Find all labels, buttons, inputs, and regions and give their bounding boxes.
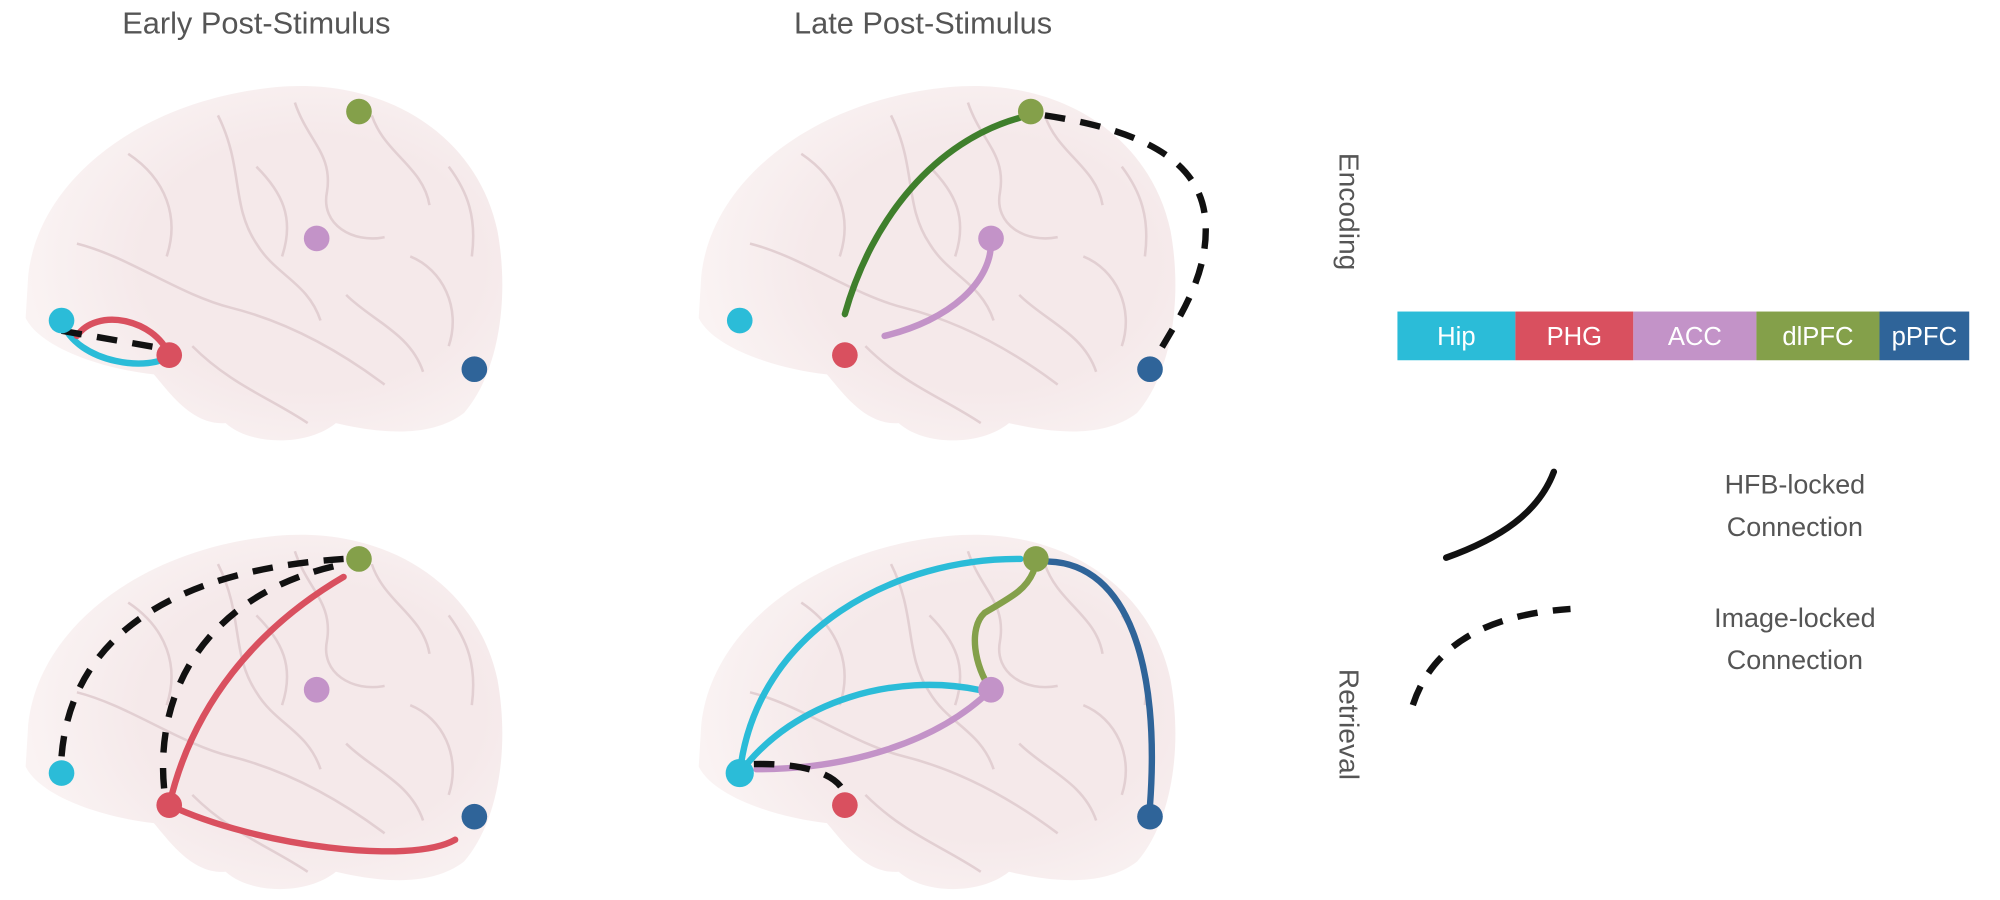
- edge-hip-phg-image: [60, 327, 165, 352]
- panel-late-retrieval: [699, 535, 1176, 889]
- edge-dlpfc-ppfc-image: [1044, 112, 1209, 371]
- legend-label-acc: ACC: [1668, 323, 1722, 351]
- node-phg: [832, 792, 858, 818]
- node-hip: [48, 307, 75, 334]
- node-phg: [156, 792, 183, 818]
- column-title-late: Late Post-Stimulus: [794, 5, 1052, 40]
- image-label-line2: Connection: [1727, 645, 1863, 675]
- row-label-encoding: Encoding: [1334, 153, 1366, 271]
- node-hip: [48, 760, 75, 786]
- legend-label-hip: Hip: [1437, 323, 1475, 351]
- hfb-label-line2: Connection: [1727, 512, 1863, 542]
- node-ppfc: [1137, 356, 1163, 383]
- column-title-early: Early Post-Stimulus: [122, 5, 390, 40]
- node-dlpfc: [1023, 546, 1049, 572]
- legend-label-phg: PHG: [1547, 323, 1603, 351]
- node-phg: [832, 342, 858, 368]
- node-acc: [303, 225, 330, 252]
- edge-phg-dlpfc-hfb: [166, 573, 347, 809]
- node-acc: [978, 225, 1004, 252]
- panel-early-encoding: [26, 86, 503, 440]
- edge-dlpfc-ppfc-hfb: [1045, 558, 1156, 809]
- image-label-line1: Image-locked: [1714, 603, 1876, 633]
- node-ppfc: [461, 356, 488, 383]
- edge-hip-acc-hfb: [736, 681, 982, 777]
- edge-phg-hip-hfb: [73, 316, 173, 359]
- node-ppfc: [1137, 803, 1163, 830]
- legend-swatch-ppfc: [1879, 311, 1970, 361]
- edge-phg-acc-hfb: [881, 235, 995, 340]
- brain-image: [699, 86, 1176, 440]
- hfb-label-line1: HFB-locked: [1725, 470, 1866, 500]
- node-acc: [978, 676, 1004, 703]
- region-legend: Hip PHG ACC dlPFC pPFC: [1397, 311, 1970, 361]
- legend-swatch-acc: [1633, 311, 1757, 361]
- edge-phg-dlpfc-image: [159, 560, 345, 789]
- edge-phg-ppfc-hfb: [166, 801, 459, 855]
- node-acc: [303, 676, 330, 703]
- brain-image: [26, 86, 503, 440]
- legend-label-ppfc: pPFC: [1892, 323, 1958, 351]
- node-hip: [725, 758, 754, 788]
- panel-late-encoding: [699, 86, 1209, 440]
- node-dlpfc: [1017, 98, 1044, 125]
- edge-hip-dlpfc-image: [58, 555, 344, 757]
- connection-legend: HFB-locked Connection Image-locked Conne…: [1409, 468, 1876, 707]
- node-phg: [156, 342, 183, 368]
- hfb-line-sample: [1442, 468, 1558, 561]
- edge-hip-phg-image: [753, 760, 848, 797]
- node-ppfc: [461, 803, 488, 830]
- legend-label-dlpfc: dlPFC: [1782, 323, 1853, 351]
- node-dlpfc: [346, 98, 372, 125]
- edge-hip-dlpfc-hfb: [736, 555, 1024, 777]
- node-dlpfc: [346, 546, 372, 572]
- row-label-retrieval: Retrieval: [1334, 669, 1366, 780]
- legend-swatch-phg: [1515, 311, 1634, 361]
- edge-phg-dlpfc-hfb: [841, 114, 1023, 318]
- panel-early-retrieval: [26, 535, 503, 889]
- edge-acc-dlpfc-hfb: [971, 568, 1037, 693]
- image-line-sample: [1409, 605, 1571, 707]
- legend-swatch-hip: [1397, 311, 1516, 361]
- legend-swatch-dlpfc: [1756, 311, 1880, 361]
- node-hip: [726, 307, 753, 334]
